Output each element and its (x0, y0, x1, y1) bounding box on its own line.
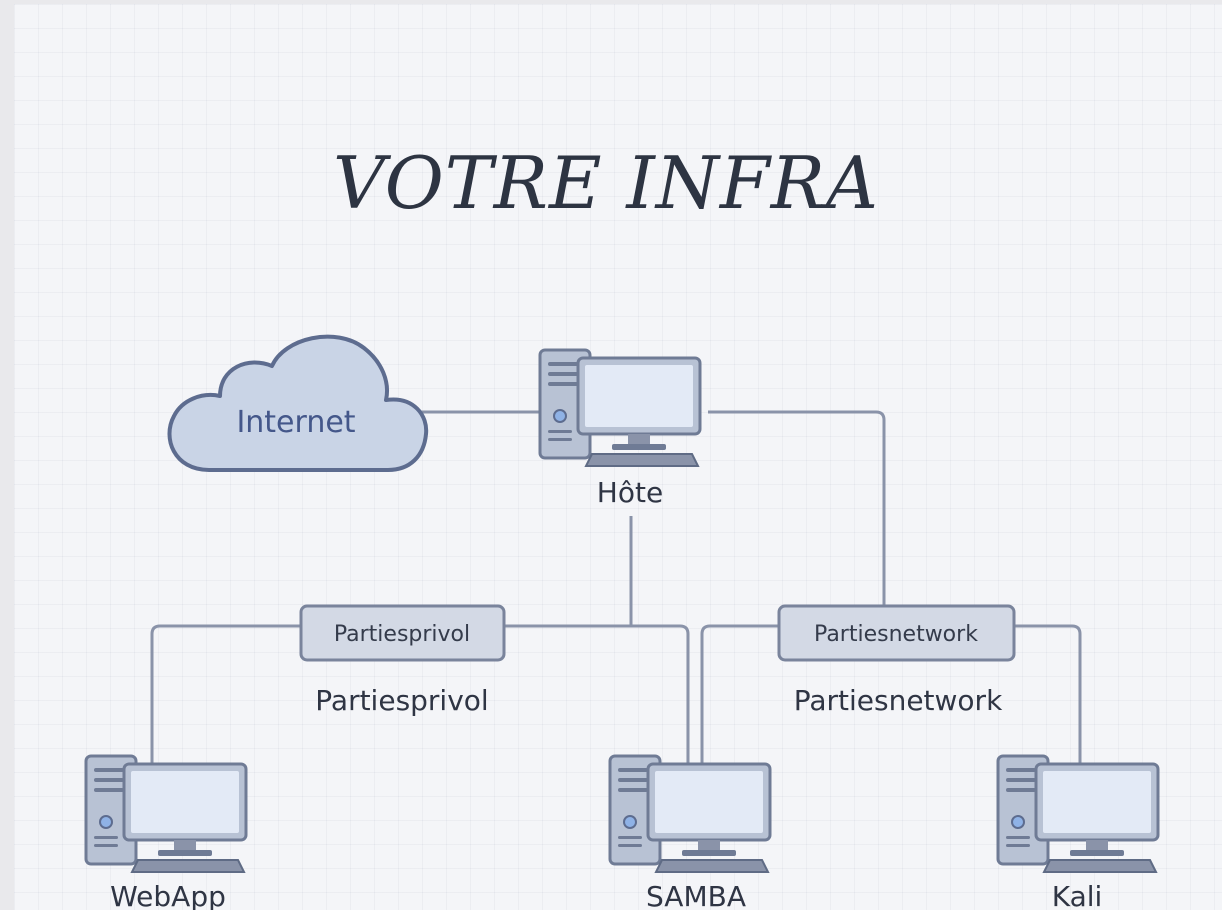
diagram-canvas: VOTRE INFRA Internet Hôte Partiesprivol (14, 4, 1222, 910)
network-switch-icon (777, 604, 1016, 662)
public-network-caption: Partiesnetwork (794, 684, 1003, 717)
network-switch-icon (299, 604, 506, 662)
wire-host-public-switch (708, 410, 886, 608)
samba-label: SAMBA (646, 880, 746, 910)
host-label: Hôte (597, 476, 663, 509)
public-switch[interactable]: Partiesnetwork (777, 604, 1016, 662)
kali-label: Kali (1052, 880, 1103, 910)
private-network-caption: Partiesprivol (315, 684, 488, 717)
wire-public-kali (1014, 624, 1082, 766)
public-switch-label: Partiesnetwork (814, 622, 978, 647)
webapp-label: WebApp (110, 880, 226, 910)
desktop-computer-icon (996, 754, 1160, 874)
desktop-computer-icon (608, 754, 772, 874)
network-diagram: VOTRE INFRA Internet Hôte Partiesprivol (84, 141, 1160, 910)
kali-computer[interactable]: Kali (996, 754, 1160, 910)
wire-public-samba (700, 624, 779, 766)
diagram-title: VOTRE INFRA (333, 141, 879, 225)
desktop-computer-icon (538, 348, 702, 468)
wire-private-webapp (150, 624, 301, 766)
connections (150, 410, 1082, 766)
wire-private-samba (504, 624, 690, 766)
private-network: Partiesprivol Partiesprivol (299, 604, 506, 717)
internet-cloud: Internet (167, 334, 429, 472)
private-switch[interactable]: Partiesprivol (299, 604, 506, 662)
webapp-computer[interactable]: WebApp (84, 754, 248, 910)
cloud-icon (167, 334, 429, 472)
host-computer[interactable]: Hôte (538, 348, 702, 509)
internet-label: Internet (236, 405, 355, 440)
desktop-computer-icon (84, 754, 248, 874)
public-network: Partiesnetwork Partiesnetwork (777, 604, 1016, 717)
samba-computer[interactable]: SAMBA (608, 754, 772, 910)
private-switch-label: Partiesprivol (334, 622, 470, 647)
